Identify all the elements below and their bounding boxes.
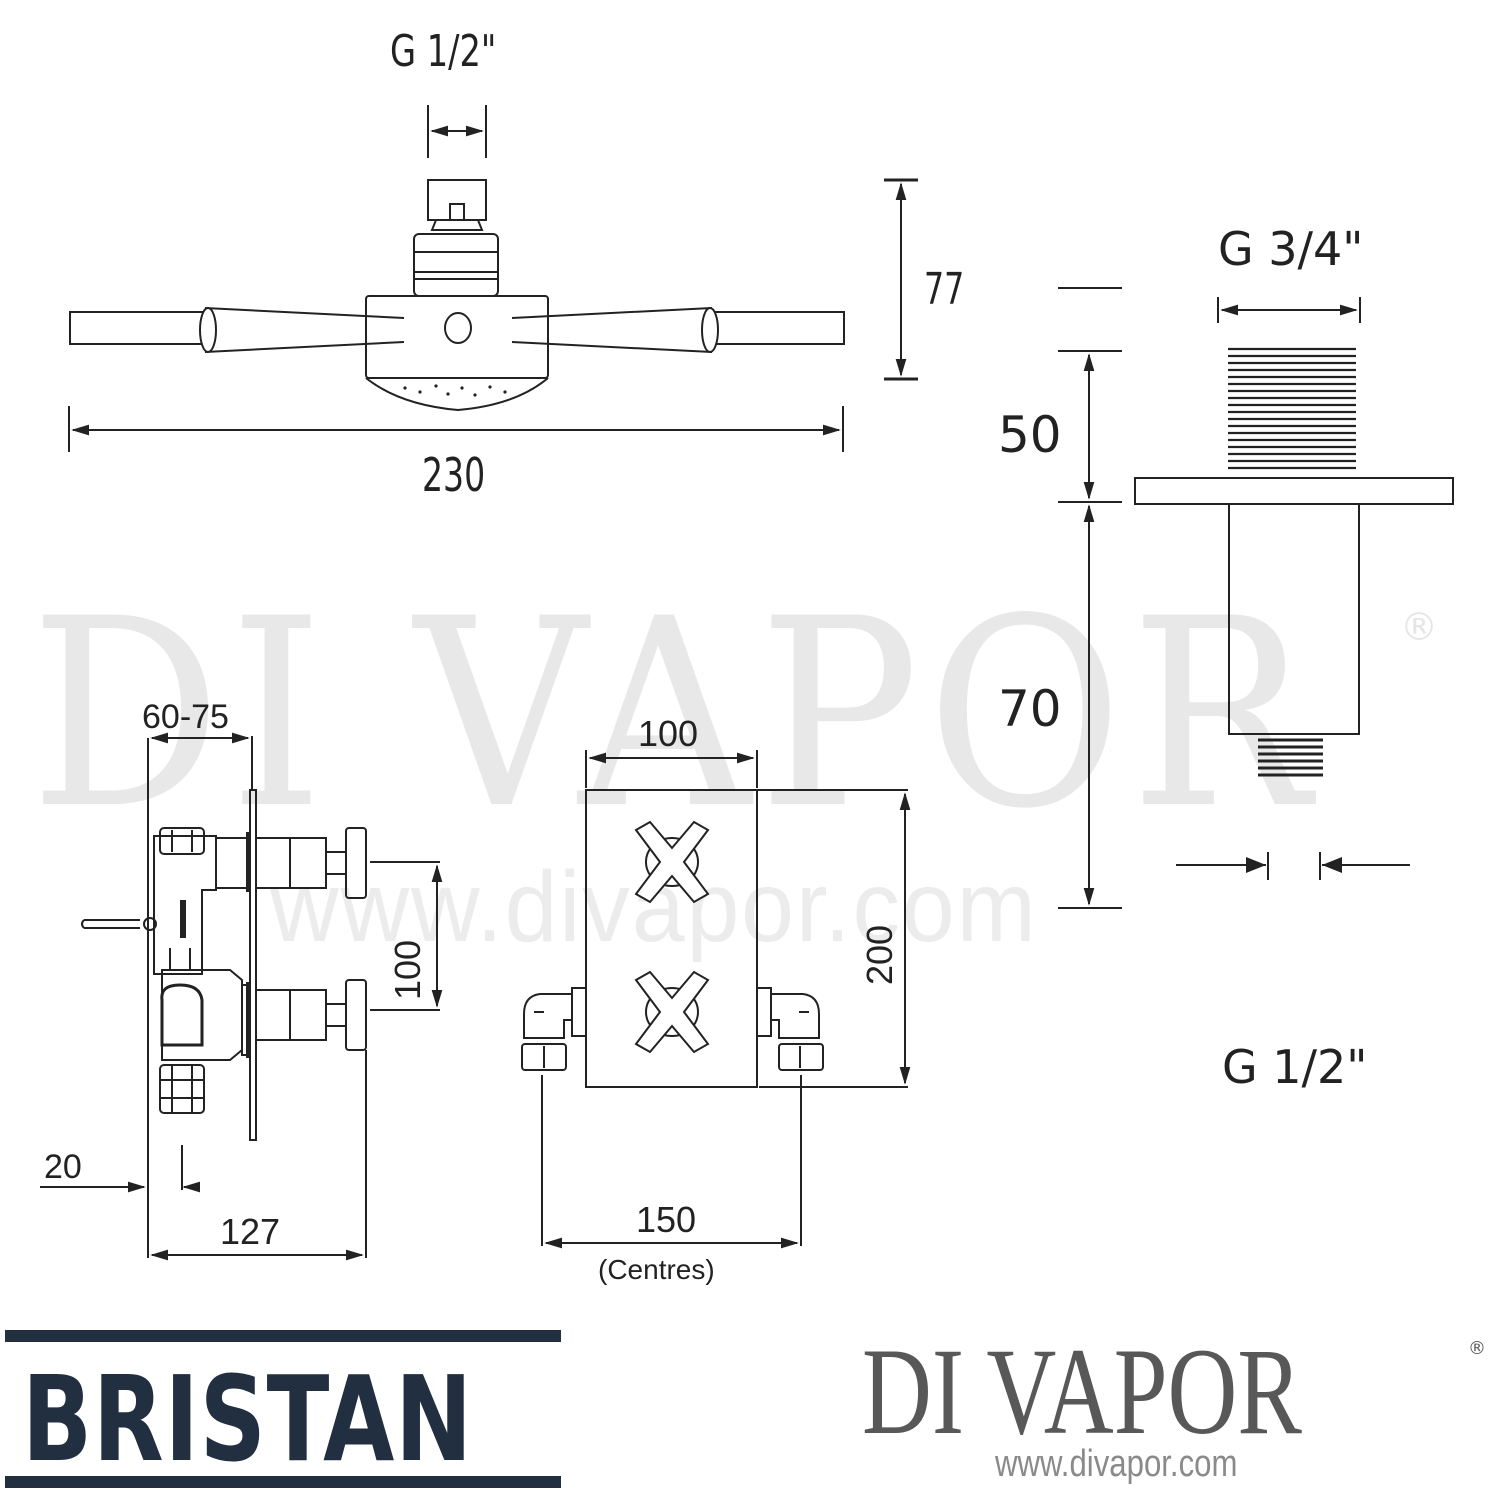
valve-side-view-drawing [40,732,443,1261]
inlet-centres-note: (Centres) [598,1254,715,1285]
shower-arm-lower-length-label: 70 [998,680,1062,738]
shower-arm-bottom-thread-label: G 1/2" [1222,1040,1368,1094]
divapor-url: www.divapor.com [995,1443,1238,1485]
bristan-logo-bottom-bar [5,1476,561,1488]
shower-head-height-label: 77 [924,264,965,315]
shower-head-inlet-label: G 1/2" [390,26,497,77]
valve-handle-spacing-label: 100 [387,939,428,1000]
valve-depth-range-label: 60-75 [142,698,229,736]
shower-arm-drawing [1058,287,1454,880]
plate-height-label: 200 [859,924,900,985]
watermark-registered-mark: ® [1400,605,1438,649]
divapor-registered-mark: ® [1468,1338,1486,1359]
shower-head-drawing [68,105,918,452]
valve-front-view-drawing [521,750,911,1249]
shower-arm-top-thread-label: G 3/4" [1218,222,1364,276]
plate-width-label: 100 [638,713,699,754]
divapor-logo: DI VAPOR [862,1323,1302,1460]
shower-head-width-label: 230 [422,448,486,502]
bristan-logo: BRISTAN [22,1350,473,1488]
valve-overall-depth-label: 127 [220,1211,281,1252]
inlet-centres-label: 150 [636,1199,697,1240]
shower-arm-upper-length-label: 50 [998,406,1062,464]
valve-offset-label: 20 [44,1148,82,1186]
bristan-logo-top-bar [5,1330,561,1342]
watermark-brand: DI VAPOR [30,564,1318,866]
